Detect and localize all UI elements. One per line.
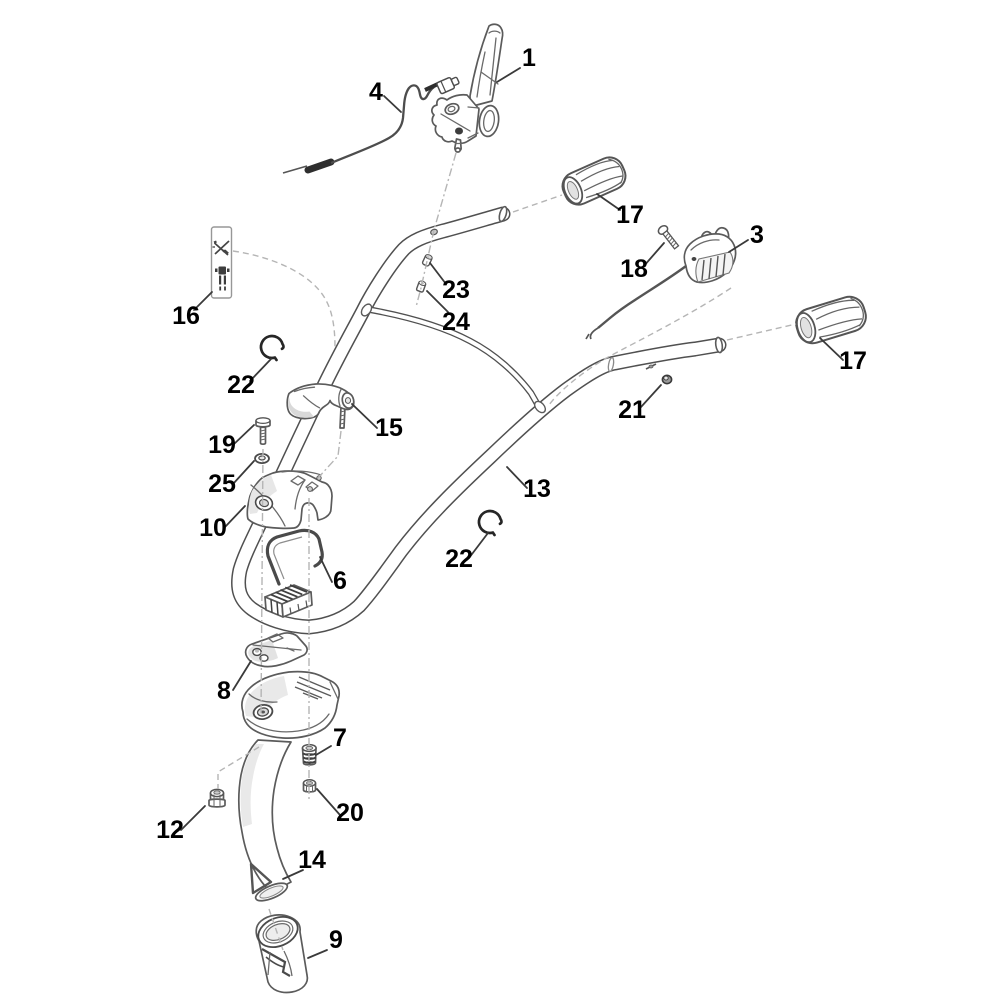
svg-text:9: 9 (329, 926, 343, 954)
svg-text:7: 7 (333, 724, 347, 752)
svg-text:1: 1 (522, 44, 536, 72)
svg-text:17: 17 (616, 201, 644, 229)
svg-text:12: 12 (156, 816, 184, 844)
svg-text:19: 19 (208, 431, 236, 459)
svg-text:15: 15 (375, 414, 403, 442)
svg-text:14: 14 (298, 846, 326, 874)
svg-text:6: 6 (333, 567, 347, 595)
svg-text:3: 3 (750, 221, 764, 249)
svg-text:16: 16 (172, 302, 200, 330)
svg-text:22: 22 (227, 371, 255, 399)
svg-text:22: 22 (445, 545, 473, 573)
svg-text:13: 13 (523, 475, 551, 503)
svg-text:20: 20 (336, 799, 364, 827)
svg-text:4: 4 (369, 78, 383, 106)
svg-text:23: 23 (442, 276, 470, 304)
svg-text:21: 21 (618, 396, 646, 424)
svg-text:17: 17 (839, 347, 867, 375)
svg-text:10: 10 (199, 514, 227, 542)
svg-text:24: 24 (442, 308, 470, 336)
svg-text:8: 8 (217, 677, 231, 705)
svg-text:18: 18 (620, 255, 648, 283)
svg-text:25: 25 (208, 470, 236, 498)
